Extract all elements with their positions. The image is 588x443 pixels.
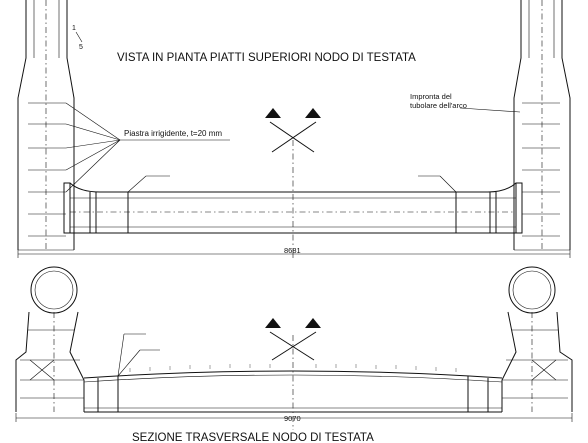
- left-pier-section: [15, 311, 85, 412]
- section-dimension-value: 9070: [284, 414, 301, 423]
- stiffener-label: Piastra irrigidente, t=20 mm: [124, 129, 222, 138]
- symmetry-symbol-section: [265, 318, 321, 361]
- plan-view: VISTA IN PIANTA PIATTI SUPERIORI NODO DI…: [17, 0, 571, 258]
- section-view-title: SEZIONE TRASVERSALE NODO DI TESTATA: [132, 432, 374, 443]
- arch-imprint-label-line1: Impronta del: [410, 92, 452, 101]
- right-arch-tube: [508, 266, 556, 314]
- dimension-section: [15, 413, 573, 422]
- arch-imprint-label-line2: tubolare dell'arco: [410, 101, 467, 110]
- plan-dimension-value: 8681: [284, 246, 301, 255]
- symmetry-symbol-plan: [265, 108, 321, 153]
- stiffener-leaders: [65, 102, 230, 193]
- section-view: 9070 SEZIONE TRASVERSALE NODO DI TESTATA: [15, 266, 573, 443]
- right-pier-section: [501, 311, 573, 412]
- arch-imprint-leader: [459, 107, 521, 113]
- plan-view-title: VISTA IN PIANTA PIATTI SUPERIORI NODO DI…: [117, 52, 416, 64]
- section-marker-number: 1: [72, 25, 76, 32]
- deck-beam-section: [83, 333, 503, 413]
- dimension-plan: [17, 250, 571, 258]
- section-marker-line: [75, 31, 83, 43]
- right-tower-plan: [513, 0, 571, 251]
- left-tower-plan: [17, 0, 75, 251]
- left-arch-tube: [30, 266, 78, 314]
- section-marker-sub: 5: [79, 44, 83, 51]
